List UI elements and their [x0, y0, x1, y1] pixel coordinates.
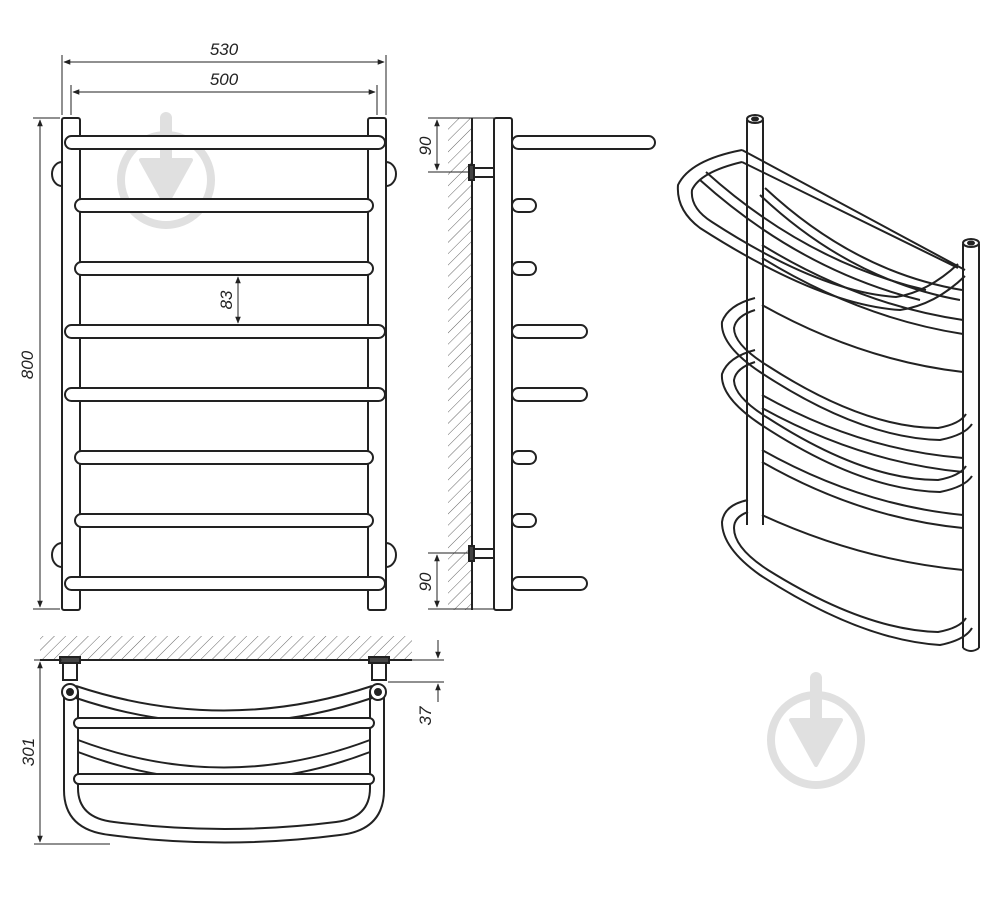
- wall-hatch: [448, 118, 472, 610]
- dim-wall-gap: 37: [416, 706, 435, 725]
- side-dimensions: [428, 117, 495, 610]
- dim-bottom-offset: 90: [416, 572, 435, 591]
- front-dimensions: [33, 55, 387, 610]
- wall-hatch: [40, 636, 412, 660]
- top-view: [40, 636, 412, 844]
- front-view: [51, 117, 397, 611]
- dim-top-offset: 90: [416, 136, 435, 155]
- top-dimensions: [34, 640, 444, 845]
- side-view: [448, 117, 656, 611]
- isometric-view: [676, 114, 980, 652]
- dim-rung-spacing: 83: [217, 290, 236, 309]
- dim-height: 800: [18, 350, 37, 379]
- download-arrow-icon: [767, 672, 865, 789]
- rungs: [64, 135, 386, 591]
- dim-inner-width: 500: [210, 70, 239, 89]
- dim-overall-width: 530: [210, 40, 239, 59]
- dim-depth: 301: [19, 738, 38, 766]
